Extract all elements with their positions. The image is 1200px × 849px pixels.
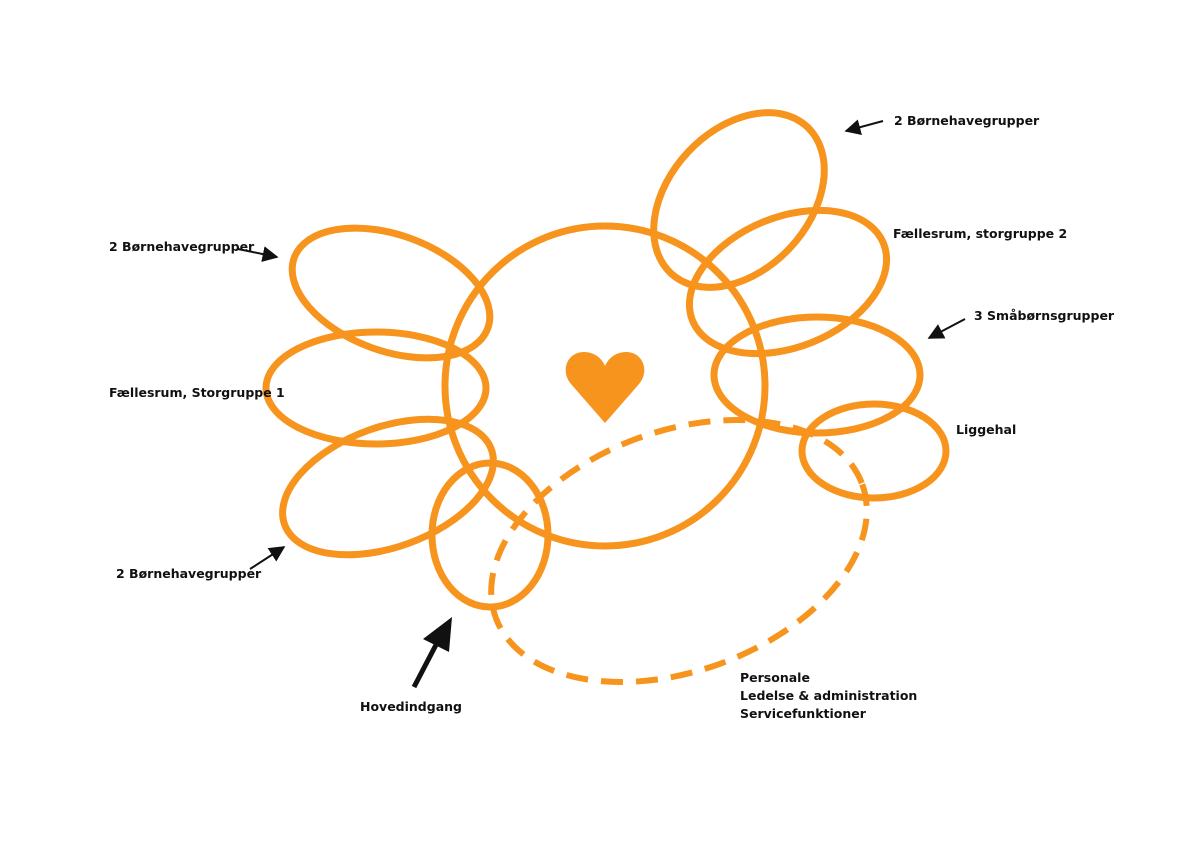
heart-icon [565,352,645,423]
kindergarten-ring-left-bottom [279,415,497,559]
arrow-top-right [844,119,884,135]
label-left-top-groups: 2 Børnehavegrupper [109,239,255,254]
label-staff-line-1: Personale [740,670,810,685]
staff-dashed-ring [488,416,870,686]
label-common-room-1: Fællesrum, Storgruppe 1 [109,385,285,400]
kindergarten-ring-left-top [288,224,494,362]
common-room-ring-2 [685,206,891,358]
label-common-room-2: Fællesrum, storgruppe 2 [893,226,1067,241]
label-main-entrance: Hovedindgang [360,699,462,714]
label-rest-hall: Liggehal [956,422,1016,437]
label-top-right-groups: 2 Børnehavegrupper [894,113,1040,128]
arrow-left-bottom [249,546,286,570]
central-hub-ring [441,222,769,550]
label-toddler-groups: 3 Småbørnsgrupper [974,308,1115,323]
common-room-ring-1 [262,328,490,448]
label-staff-line-3: Servicefunktioner [740,706,867,721]
entrance-ring [428,459,552,611]
label-staff-line-2: Ledelse & administration [740,688,917,703]
toddler-ring [710,313,924,437]
kindergarten-ring-top-right [650,109,828,291]
label-left-bottom-groups: 2 Børnehavegrupper [116,566,262,581]
arrow-left-top [237,246,279,262]
arrow-toddler [927,318,966,339]
arrow-icon [411,617,452,689]
rest-hall-ring [798,400,950,502]
